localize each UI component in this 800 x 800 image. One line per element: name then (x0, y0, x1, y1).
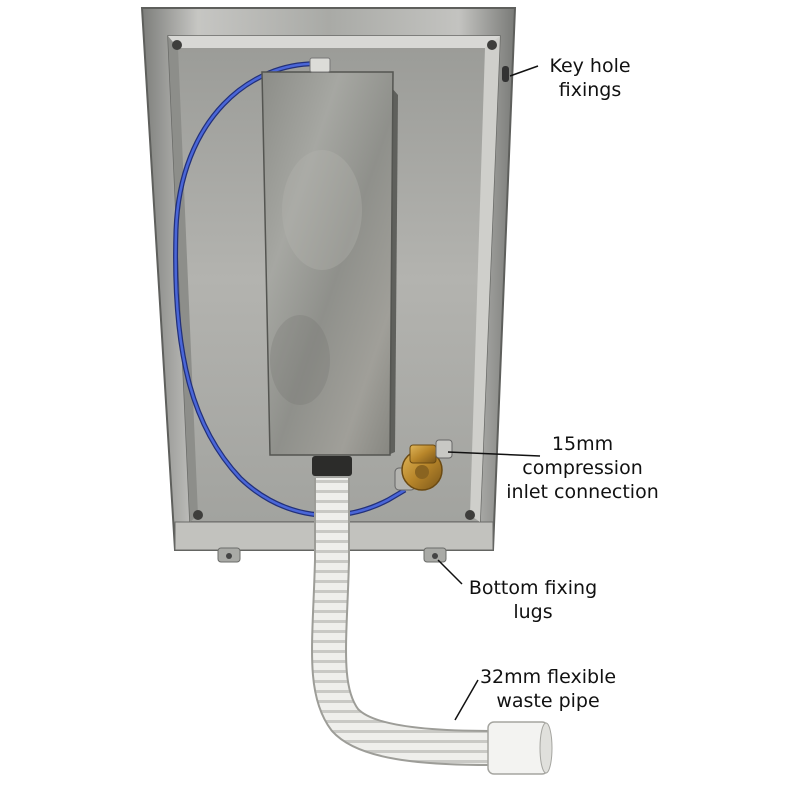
callout-inlet-connection: 15mm compression inlet connection (500, 432, 665, 504)
frame-screw (172, 40, 497, 520)
blue-water-hose (173, 61, 407, 518)
key-hole-fixing (502, 66, 509, 82)
callout-text: Key hole (549, 55, 631, 77)
callout-text: waste pipe (496, 690, 600, 712)
callout-text: lugs (513, 601, 553, 623)
compression-inlet-valve (394, 439, 453, 491)
callout-text: Bottom fixing (468, 577, 598, 599)
callout-text: fixings (558, 79, 622, 101)
flexible-waste-pipe (311, 456, 553, 775)
callout-text: inlet connection (506, 481, 659, 503)
bottom-fixing-lug (217, 547, 447, 563)
callout-waste-pipe: 32mm flexible waste pipe (468, 665, 628, 713)
callout-text: 15mm (551, 433, 614, 455)
callout-leader-lines (437, 65, 541, 721)
callout-text: 32mm flexible (479, 666, 617, 688)
cistern-tank (261, 57, 398, 456)
callout-text: compression (522, 457, 643, 479)
callout-key-hole-fixings: Key hole fixings (540, 54, 640, 102)
callout-bottom-fixing-lugs: Bottom fixing lugs (458, 576, 608, 624)
